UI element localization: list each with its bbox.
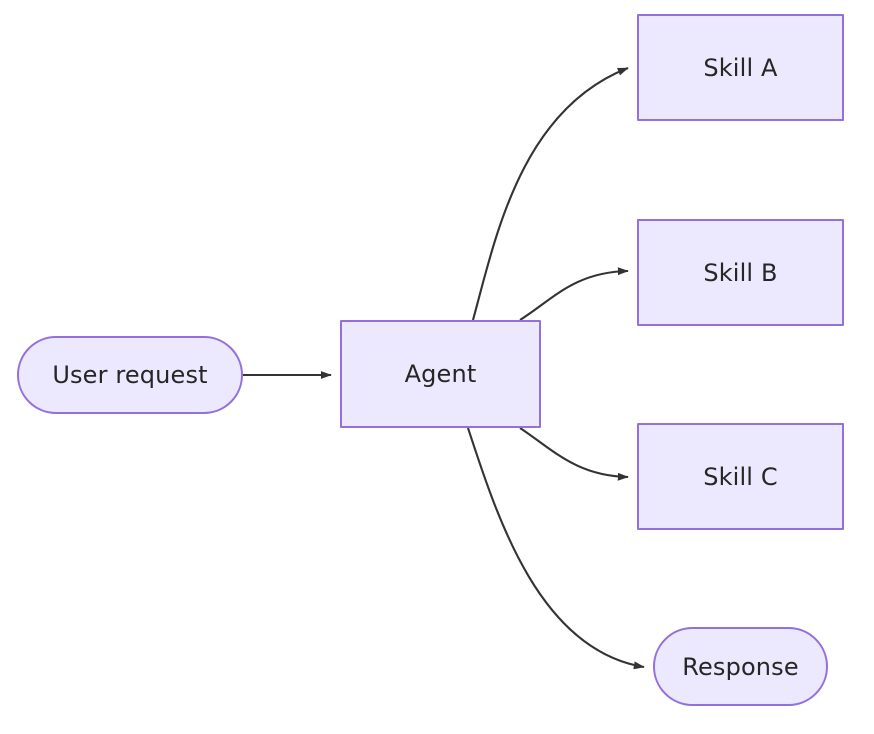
edge-agent-to-response	[467, 427, 645, 670]
node-skill-b[interactable]: Skill B	[637, 219, 844, 326]
node-response-label: Response	[682, 652, 799, 681]
node-response[interactable]: Response	[653, 627, 828, 706]
node-user-request[interactable]: User request	[17, 336, 243, 414]
node-agent-label: Agent	[404, 360, 477, 388]
node-skill-a-label: Skill A	[703, 53, 778, 82]
node-skill-b-label: Skill B	[703, 258, 778, 287]
node-user-request-label: User request	[52, 361, 208, 389]
node-agent[interactable]: Agent	[340, 320, 541, 428]
edge-agent-to-skill-c	[519, 427, 629, 481]
edge-agent-to-skill-b	[519, 267, 629, 321]
node-skill-c-label: Skill C	[703, 462, 778, 491]
node-skill-a[interactable]: Skill A	[637, 14, 844, 121]
edge-agent-to-skill-a	[471, 67, 629, 321]
node-skill-c[interactable]: Skill C	[637, 423, 844, 530]
